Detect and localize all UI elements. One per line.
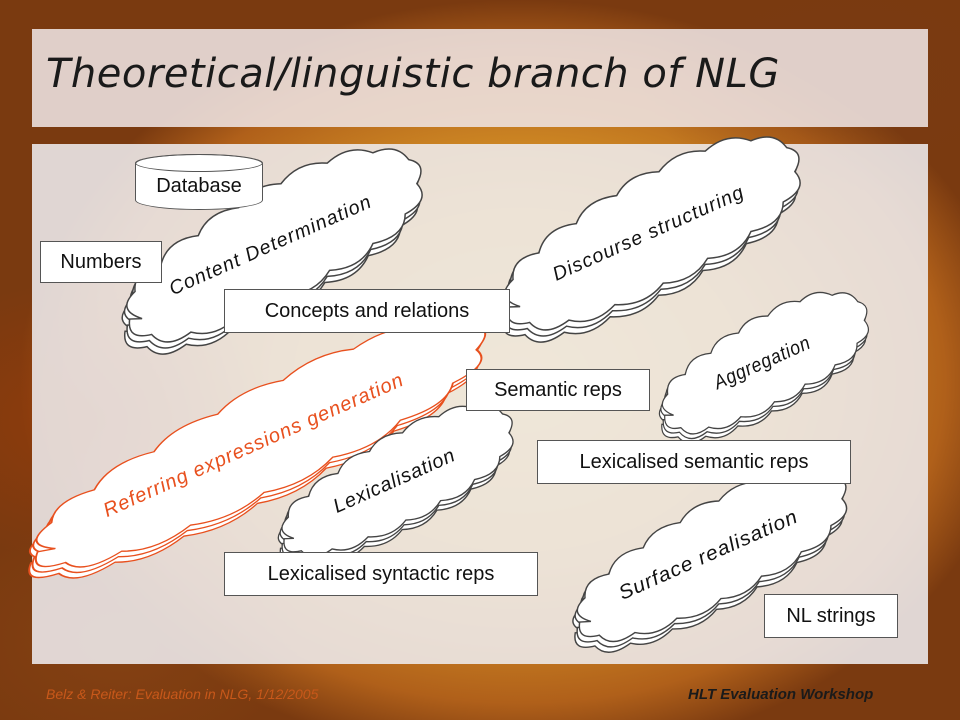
- aggregation-cloud: Aggregation: [636, 272, 889, 461]
- lexicalised-semantic-reps-box: Lexicalised semantic reps: [537, 440, 851, 484]
- database-cylinder: Database: [135, 154, 263, 210]
- lexicalised-syntactic-reps-label: Lexicalised syntactic reps: [267, 562, 495, 585]
- concepts-relations-label: Concepts and relations: [264, 299, 470, 322]
- process-clouds: Content Determination Discourse structur…: [0, 110, 889, 674]
- lexicalised-syntactic-reps-box: Lexicalised syntactic reps: [224, 552, 538, 596]
- footer-citation: Belz & Reiter: Evaluation in NLG, 1/12/2…: [46, 686, 319, 702]
- diagram-panel: Content Determination Discourse structur…: [0, 110, 928, 674]
- lexicalisation-cloud: Lexicalisation: [255, 384, 535, 585]
- semantic-reps-label: Semantic reps: [494, 378, 622, 401]
- database-label: Database: [156, 174, 242, 197]
- lexicalised-semantic-reps-label: Lexicalised semantic reps: [579, 450, 809, 473]
- numbers-label: Numbers: [60, 250, 142, 273]
- concepts-relations-box: Concepts and relations: [224, 289, 510, 333]
- slide-title: Theoretical/linguistic branch of NLG: [46, 51, 780, 97]
- nl-strings-label: NL strings: [786, 604, 876, 627]
- title-panel: Theoretical/linguistic branch of NLG: [32, 29, 928, 127]
- semantic-reps-box: Semantic reps: [466, 369, 650, 411]
- nl-strings-box: NL strings: [764, 594, 898, 638]
- numbers-box: Numbers: [40, 241, 162, 283]
- footer-event: HLT Evaluation Workshop: [688, 686, 874, 703]
